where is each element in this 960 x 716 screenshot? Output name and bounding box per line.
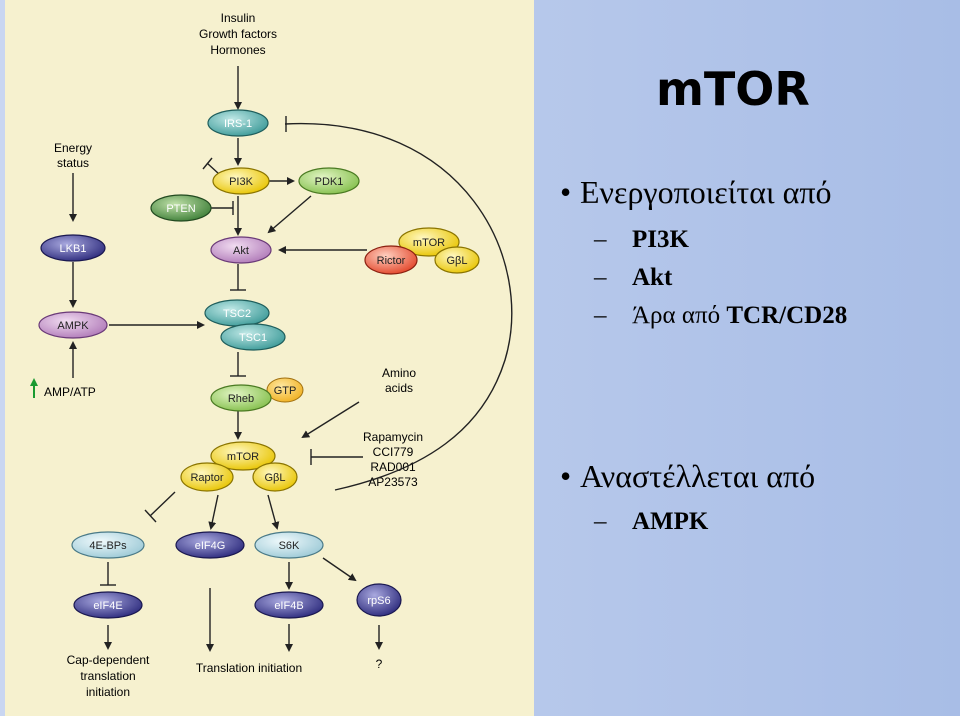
svg-text:rpS6: rpS6 [367,595,390,607]
node-pdk1: PDK1 [298,167,360,195]
svg-text:Akt: Akt [233,245,249,257]
sub-item-akt: –Akt [594,264,672,292]
node-mtorc1-raptor: Raptor [180,462,234,492]
edge-amino-mtor [301,401,360,439]
svg-text:TSC2: TSC2 [223,308,251,320]
output-translation-initiation: Translation initiation [196,661,302,675]
bullet-inhibited-by-text: Αναστέλλεται από [580,458,816,494]
svg-text:PTEN: PTEN [166,203,195,215]
sub-item-tcr-prefix: Άρα από [632,302,727,329]
svg-text:TSC1: TSC1 [239,332,267,344]
sub-item-ampk-text: AMPK [632,508,709,535]
svg-text:S6K: S6K [279,540,300,552]
node-rps6: rpS6 [356,583,402,617]
dash-icon: – [594,508,607,535]
node-mtorc1-gbl: GβL [252,462,298,492]
feedback-arc [284,123,513,491]
input-label-growth-factors: Growth factors [199,27,277,41]
sub-item-pi3k-text: PI3K [632,226,689,253]
drug-label-ap23573: AP23573 [368,475,418,489]
pathway-edges [69,66,513,652]
pathway-svg: Insulin Growth factors Hormones Energy s… [30,11,513,699]
bullet-activated-by-text: Ενεργοποιείται από [580,174,832,210]
node-eif4e: eIF4E [73,591,143,619]
amino-label-2: acids [385,381,413,395]
node-pi3k: PI3K [212,167,270,195]
svg-text:Rheb: Rheb [228,393,254,405]
svg-text:Rictor: Rictor [377,255,406,267]
dash-icon: – [594,264,607,291]
node-mtorc2-rictor: Rictor [364,245,418,275]
node-tsc1: TSC1 [220,323,286,351]
inhibit-bar-pi3k [202,157,213,170]
inhibit-bar-4ebp [144,509,157,523]
energy-label-2: status [57,156,89,170]
svg-text:GβL: GβL [264,472,285,484]
svg-text:PDK1: PDK1 [315,176,344,188]
bullet-icon: • [560,458,572,494]
node-s6k: S6K [254,531,324,559]
node-rheb: Rheb [210,384,272,412]
bullet-inhibited-by: •Αναστέλλεται από [560,458,815,495]
node-eif4b: eIF4B [254,591,324,619]
svg-text:mTOR: mTOR [413,237,445,249]
sub-item-pi3k: –PI3K [594,226,689,254]
sub-item-tcr: –Άρα από TCR/CD28 [594,302,847,330]
inhibit-mtor-4ebp [149,491,176,517]
svg-text:mTOR: mTOR [227,451,259,463]
inhibit-pi3k-self [206,162,220,175]
node-4ebps: 4E-BPs [71,531,145,559]
input-label-hormones: Hormones [210,43,265,57]
amp-atp-label: AMP/ATP [44,385,96,399]
edge-mtor-eif4g [208,494,219,530]
svg-text:eIF4E: eIF4E [93,600,122,612]
svg-text:eIF4G: eIF4G [195,540,226,552]
node-tsc2: TSC2 [204,299,270,327]
node-gtp: GTP [266,377,304,403]
dash-icon: – [594,302,607,329]
drug-label-rad001: RAD001 [370,460,416,474]
drug-label-rapamycin: Rapamycin [363,430,423,444]
svg-text:GβL: GβL [446,255,467,267]
node-pten: PTEN [150,194,212,222]
edge-pdk1-akt [267,195,312,234]
svg-text:LKB1: LKB1 [60,243,87,255]
svg-text:Raptor: Raptor [190,472,223,484]
amino-label-1: Amino [382,366,416,380]
svg-text:eIF4B: eIF4B [274,600,303,612]
node-ampk: AMPK [38,311,108,339]
dash-icon: – [594,226,607,253]
svg-text:AMPK: AMPK [57,320,89,332]
node-mtorc1-mtor: mTOR [210,441,276,471]
input-label-insulin: Insulin [221,11,256,25]
node-eif4g: eIF4G [175,531,245,559]
node-akt: Akt [210,236,272,264]
amp-atp-up-arrow-icon [30,378,38,398]
svg-text:IRS-1: IRS-1 [224,118,252,130]
node-irs1: IRS-1 [207,109,269,137]
node-lkb1: LKB1 [40,234,106,262]
node-mtorc2-gbl: GβL [434,246,480,274]
output-cap-3: initiation [86,685,130,699]
energy-label-1: Energy [54,141,92,155]
svg-text:GTP: GTP [274,385,297,397]
sub-item-akt-text: Akt [632,264,673,291]
bullet-icon: • [560,174,572,210]
output-cap-2: translation [80,669,135,683]
output-unknown: ? [376,657,383,671]
edge-s6k-rps6 [322,557,357,582]
bullet-activated-by: •Ενεργοποιείται από [560,174,832,211]
sub-item-tcr-bold: TCR/CD28 [726,302,848,329]
mtor-pathway-figure: Insulin Growth factors Hormones Energy s… [5,0,534,716]
drug-label-cci779: CCI779 [373,445,414,459]
edge-mtor-s6k [267,494,280,530]
sub-item-ampk: –AMPK [594,508,708,536]
svg-text:PI3K: PI3K [229,176,254,188]
slide-title: mTOR [656,62,810,116]
svg-text:4E-BPs: 4E-BPs [89,540,127,552]
output-cap-1: Cap-dependent [67,653,150,667]
